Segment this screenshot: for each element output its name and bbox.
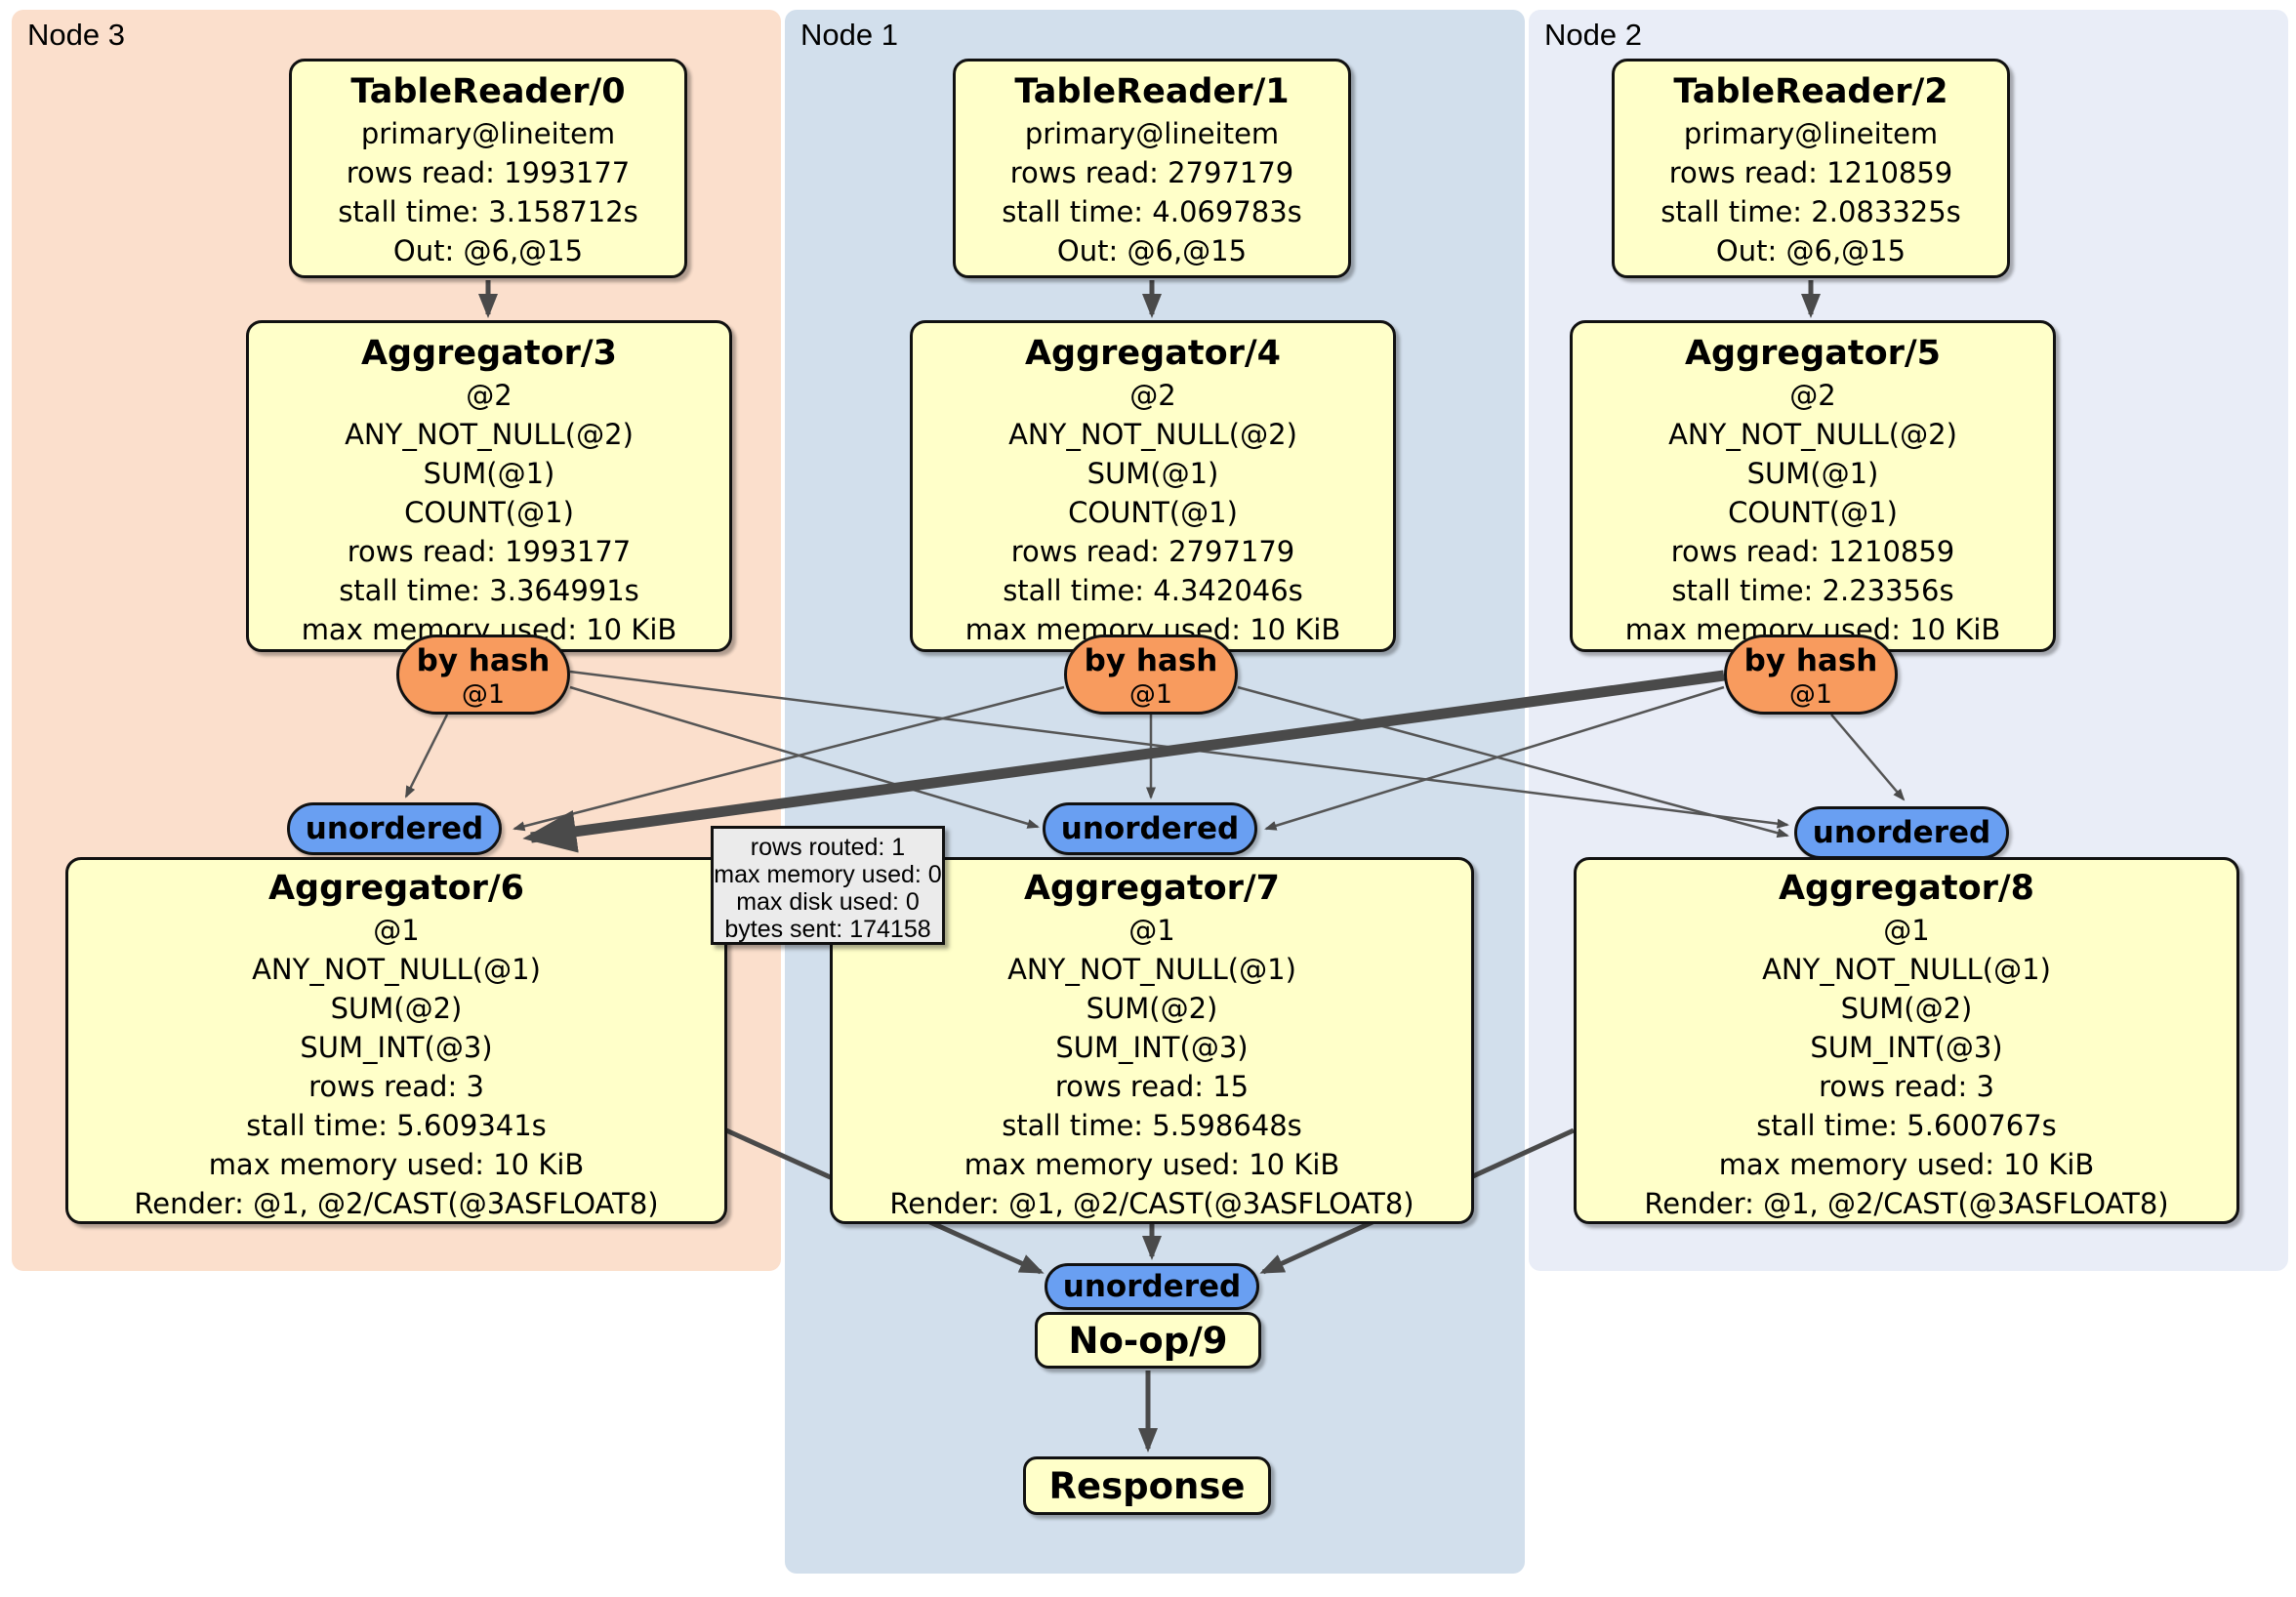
hash-router-node3: by hash @1 [396,635,570,715]
processor-aggregator-5: Aggregator/5 @2 ANY_NOT_NULL(@2) SUM(@1)… [1570,320,2056,652]
processor-aggregator-8: Aggregator/8 @1 ANY_NOT_NULL(@1) SUM(@2)… [1574,857,2239,1224]
node2-label: Node 2 [1544,18,1642,52]
edge-hash1-sync2 [1237,685,1789,839]
unordered-sync-final: unordered [1045,1263,1259,1310]
processor-title: Aggregator/8 [1778,869,2035,908]
processor-tablereader-0: TableReader/0 primary@lineitem rows read… [289,59,687,278]
processor-tablereader-2: TableReader/2 primary@lineitem rows read… [1612,59,2010,278]
processor-title: Aggregator/3 [360,334,618,373]
processor-title: TableReader/2 [1673,72,1948,111]
processor-aggregator-6: Aggregator/6 @1 ANY_NOT_NULL(@1) SUM(@2)… [65,857,727,1224]
processor-title: Aggregator/6 [267,869,525,908]
processor-title: Aggregator/4 [1024,334,1282,373]
unordered-sync-node3: unordered [287,802,502,855]
edge-hash2-sync2 [1830,714,1906,801]
processor-title: TableReader/1 [1014,72,1290,111]
edge-hash1-sync3 [512,685,1065,832]
edge-hash3-sync1 [569,685,1040,829]
hash-router-node1: by hash @1 [1064,635,1238,715]
node1-label: Node 1 [800,18,898,52]
processor-response: Response [1023,1456,1271,1515]
hash-router-node2: by hash @1 [1724,635,1898,715]
processor-aggregator-3: Aggregator/3 @2 ANY_NOT_NULL(@2) SUM(@1)… [246,320,732,652]
edge-hash2-sync1 [1264,685,1725,831]
processor-aggregator-4: Aggregator/4 @2 ANY_NOT_NULL(@2) SUM(@1)… [910,320,1396,652]
edge-hash3-sync3 [404,714,449,798]
node3-label: Node 3 [27,18,125,52]
processor-title: TableReader/0 [350,72,626,111]
processor-tablereader-1: TableReader/1 primary@lineitem rows read… [953,59,1351,278]
processor-noop-9: No-op/9 [1035,1312,1261,1369]
edge-stats-tooltip: rows routed: 1 max memory used: 0 max di… [711,826,945,945]
processor-aggregator-7: Aggregator/7 @1 ANY_NOT_NULL(@1) SUM(@2)… [830,857,1474,1224]
edge-hash2-sync3-highlighted[interactable] [522,670,1725,853]
processor-title: Aggregator/7 [1023,869,1281,908]
unordered-sync-node1: unordered [1043,802,1257,855]
processor-title: Aggregator/5 [1684,334,1942,373]
unordered-sync-node2: unordered [1794,806,2009,859]
